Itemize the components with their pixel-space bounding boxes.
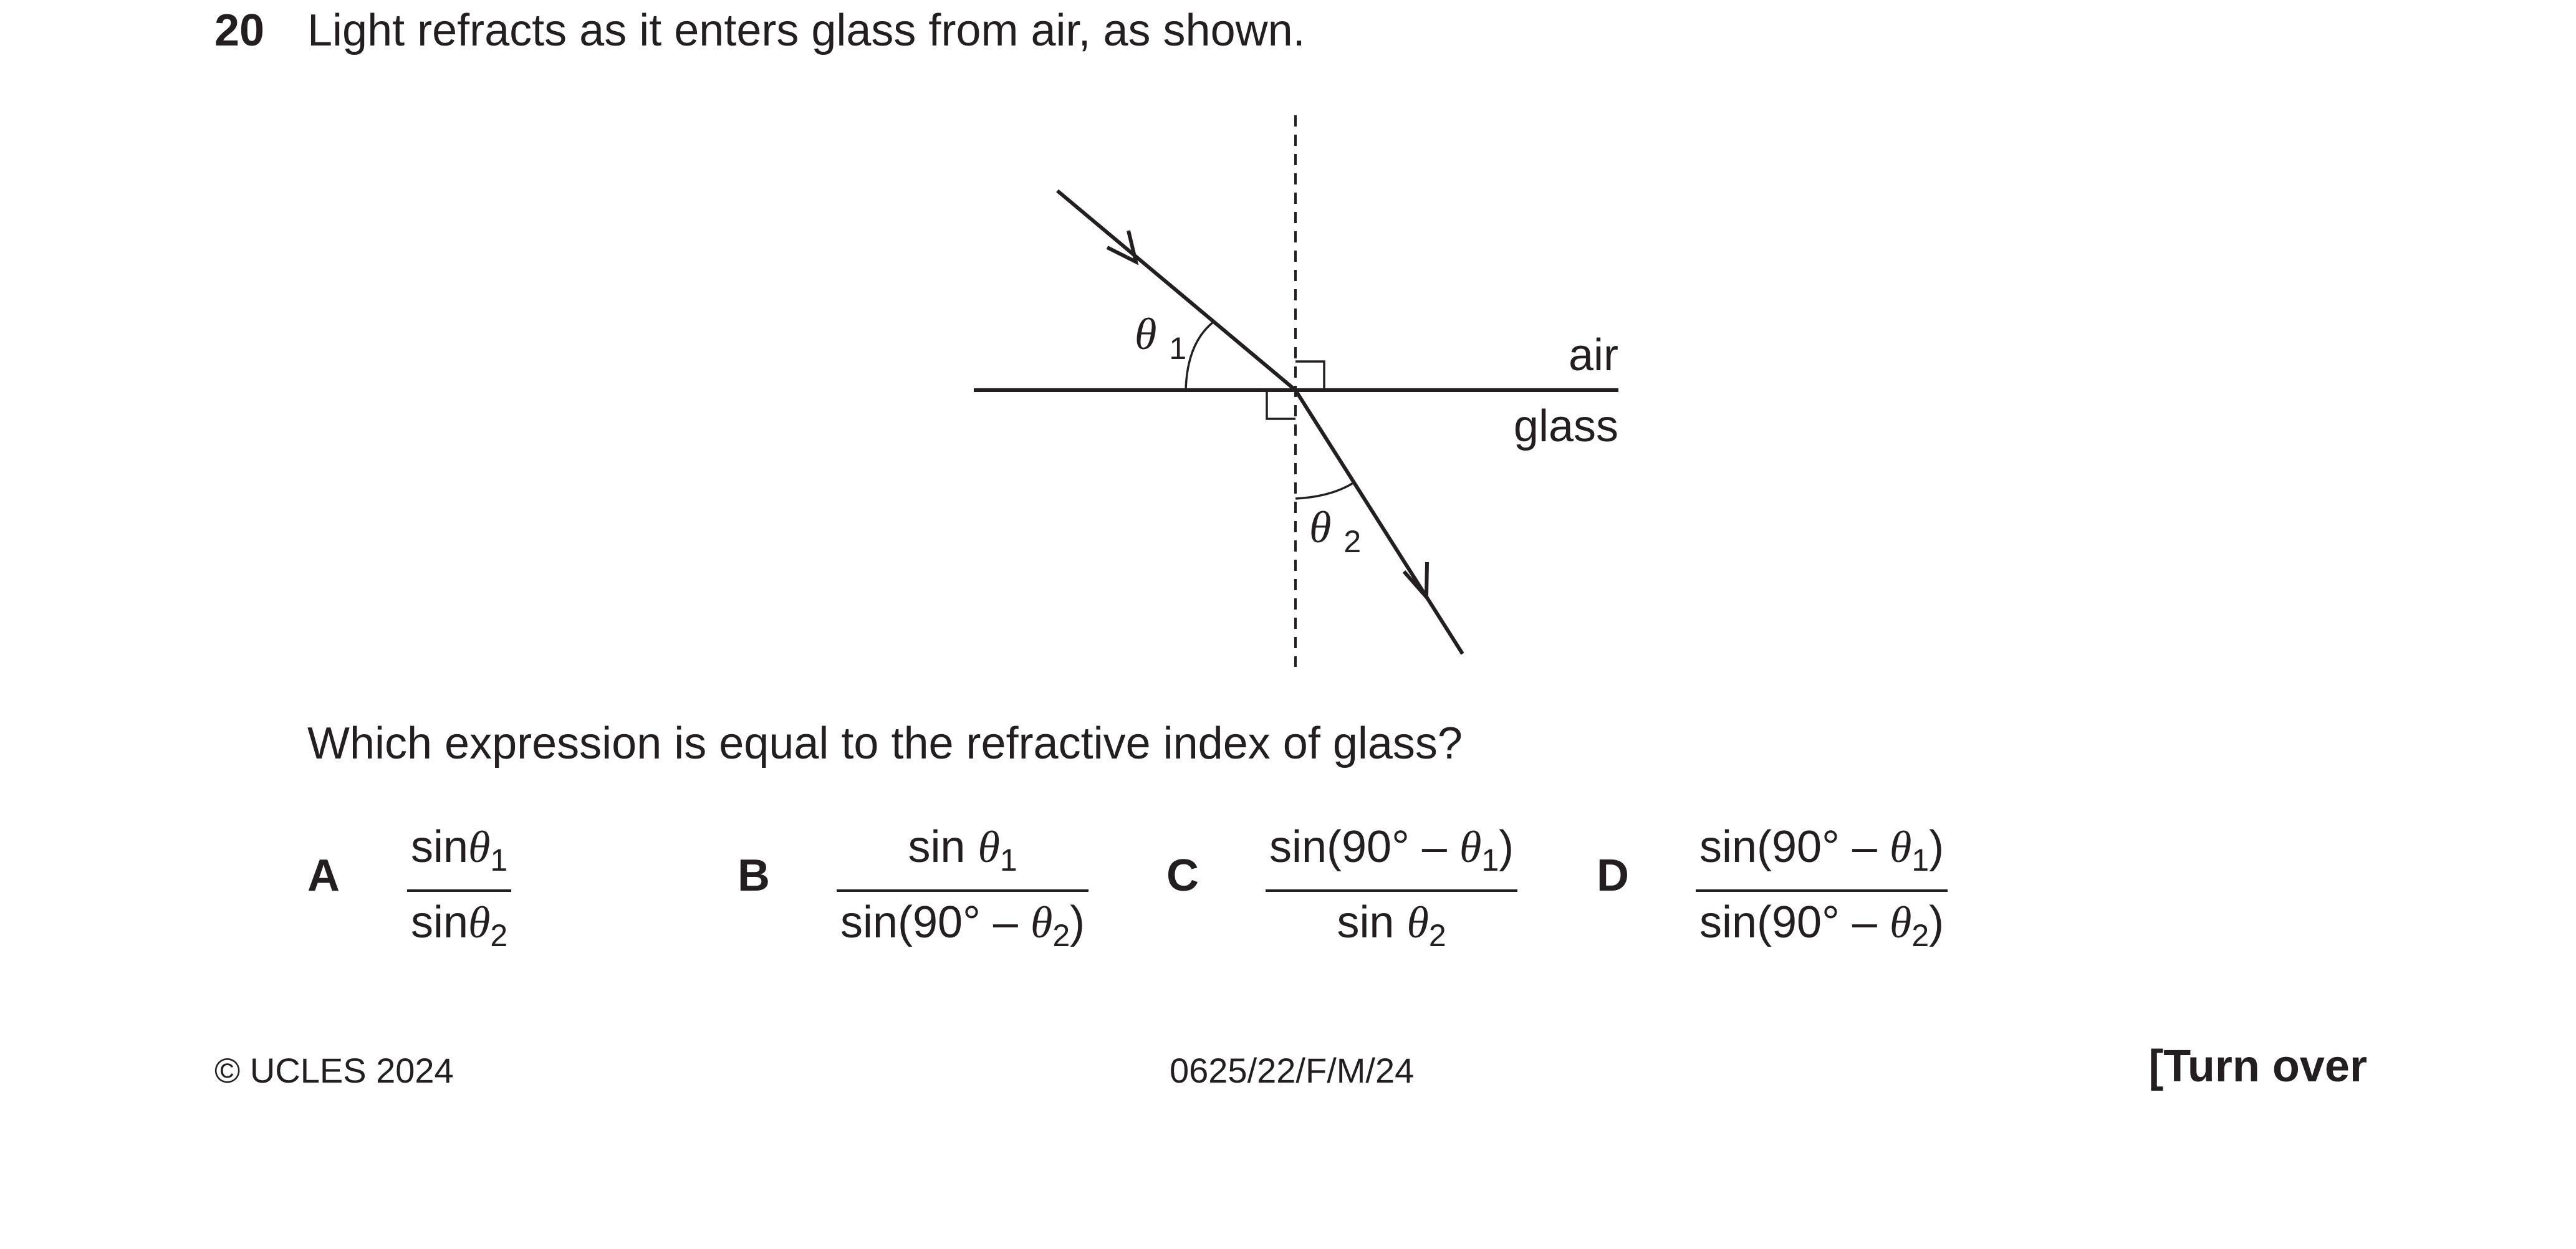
option-c-numerator: sin(90° – θ1) xyxy=(1269,822,1514,878)
angle1-theta: θ xyxy=(1135,309,1156,359)
question-prompt: Which expression is equal to the refract… xyxy=(307,719,1463,768)
option-a-denominator: sinθ2 xyxy=(411,897,508,953)
option-d-letter[interactable]: D xyxy=(1597,851,1629,901)
option-a-expression[interactable]: sinθ1 sinθ2 xyxy=(407,820,512,962)
refraction-diagram: θ 1 θ 2 air glass xyxy=(974,115,1618,667)
angle1-label: θ 1 xyxy=(1135,309,1186,366)
angle1-arc xyxy=(1185,320,1215,391)
option-d-fraction-bar xyxy=(1696,889,1948,892)
refracted-arrow xyxy=(1402,562,1429,602)
option-c-denominator: sin θ2 xyxy=(1337,897,1446,953)
option-d-expression[interactable]: sin(90° – θ1) sin(90° – θ2) xyxy=(1696,820,1948,962)
option-b-denominator: sin(90° – θ2) xyxy=(840,897,1085,953)
incident-arrow xyxy=(1106,230,1139,266)
paper-code: 0625/22/F/M/24 xyxy=(1170,1051,1415,1090)
refracted-ray xyxy=(1294,389,1464,655)
angle2-arc xyxy=(1295,481,1355,500)
option-d-numerator: sin(90° – θ1) xyxy=(1699,822,1944,878)
option-b-expression[interactable]: sin θ1 sin(90° – θ2) xyxy=(837,820,1089,962)
option-a-letter[interactable]: A xyxy=(307,851,340,901)
question-stem: Light refracts as it enters glass from a… xyxy=(307,6,1305,55)
option-a-numerator: sinθ1 xyxy=(411,822,508,878)
turn-over-label: [Turn over xyxy=(2148,1041,2367,1091)
option-c-fraction-bar xyxy=(1266,889,1518,892)
option-d-denominator: sin(90° – θ2) xyxy=(1699,897,1944,953)
option-c-letter[interactable]: C xyxy=(1166,851,1199,901)
option-a-fraction-bar xyxy=(407,889,512,892)
glass-label: glass xyxy=(1514,401,1618,451)
option-b-numerator: sin θ1 xyxy=(908,822,1017,878)
copyright-notice: © UCLES 2024 xyxy=(214,1051,454,1090)
angle2-theta: θ xyxy=(1309,502,1331,552)
right-angle-mark-lower xyxy=(1266,390,1295,420)
right-angle-mark-upper xyxy=(1295,360,1325,390)
option-b-fraction-bar xyxy=(837,889,1089,892)
angle2-label: θ 2 xyxy=(1309,502,1361,559)
option-c-expression[interactable]: sin(90° – θ1) sin θ2 xyxy=(1266,820,1518,962)
air-label: air xyxy=(1569,330,1618,380)
incident-ray xyxy=(1056,189,1297,392)
angle2-subscript: 2 xyxy=(1343,524,1361,559)
angle1-subscript: 1 xyxy=(1169,331,1186,366)
option-b-letter[interactable]: B xyxy=(738,851,770,901)
question-number: 20 xyxy=(214,6,265,55)
